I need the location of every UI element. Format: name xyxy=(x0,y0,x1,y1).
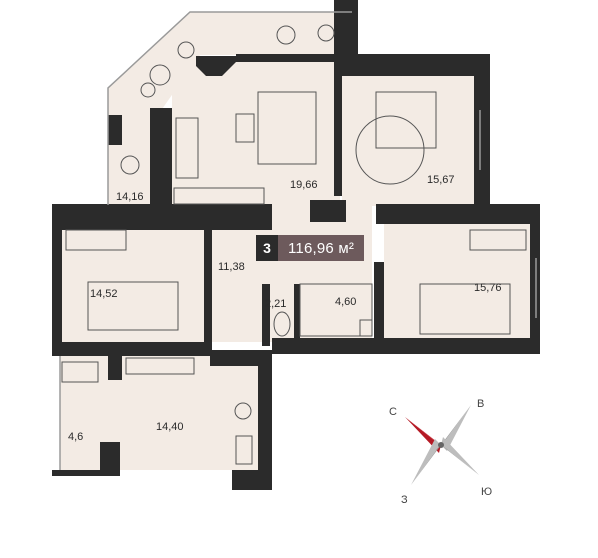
area-room-bottom: 14,40 xyxy=(156,421,184,433)
bottom-room-floor xyxy=(60,352,260,470)
loggia-glazing xyxy=(107,11,352,205)
area-bedroom-left: 14,52 xyxy=(90,288,118,300)
desk-left-icon xyxy=(65,229,127,251)
compass-north-needle-icon xyxy=(405,417,441,445)
wall-wc-bath xyxy=(294,284,300,340)
room-labels: 14,16 19,66 15,67 14,52 11,38 2,21 4,60 … xyxy=(68,174,502,443)
bathtub-icon xyxy=(299,283,373,337)
kitchen-worktop-icon xyxy=(173,187,265,205)
kitchen-floor xyxy=(172,60,340,208)
bedroom-right-floor xyxy=(384,214,530,344)
compass-south-needle-icon xyxy=(441,445,479,475)
wall-bottom-room-right xyxy=(258,350,272,490)
rooms-count: 3 xyxy=(256,235,278,261)
kitchen-counter-icon xyxy=(175,117,199,179)
apartment-badge: 3 116,96 м² xyxy=(256,235,365,261)
bed-left-icon xyxy=(87,281,179,331)
wall-bottom-right xyxy=(272,338,540,354)
plant-bottom-icon xyxy=(234,402,252,420)
wall-hall-left xyxy=(204,230,212,356)
desk-bottom-icon xyxy=(61,361,99,383)
wall-balcony-top xyxy=(108,350,122,380)
wall-loggia-pillar xyxy=(108,115,122,145)
wall-kitchen-top xyxy=(236,54,346,62)
compass-east-needle-icon xyxy=(441,405,471,445)
area-loggia-top: 14,16 xyxy=(116,191,144,203)
side-table-icon xyxy=(276,25,296,45)
chair-icon xyxy=(140,82,156,98)
compass: С В Ю З xyxy=(389,398,492,506)
area-balcony-bottom: 4,6 xyxy=(68,431,83,443)
wall-kitchen-left xyxy=(150,108,172,208)
wardrobe-bottom-icon xyxy=(125,357,195,375)
compass-east-label: В xyxy=(477,398,484,410)
wall-top-right xyxy=(334,54,484,76)
compass-west-needle-icon xyxy=(411,445,441,485)
wall-kitchen-corner xyxy=(196,56,236,76)
bedroom-top-floor xyxy=(342,60,474,206)
wall-bath-right xyxy=(374,262,384,346)
compass-north-label: С xyxy=(389,406,397,418)
wall-right-mid xyxy=(530,204,540,354)
bed-right-icon xyxy=(419,283,511,335)
area-bathroom: 4,60 xyxy=(335,296,356,308)
area-wc: 2,21 xyxy=(265,298,286,310)
wall-left-outer xyxy=(52,204,62,354)
wall-bottom-room-top xyxy=(210,350,272,366)
area-hall: 11,38 xyxy=(218,261,245,273)
area-bedroom-right: 15,76 xyxy=(474,282,502,294)
walls xyxy=(52,0,540,490)
wall-balcony-pillar xyxy=(100,442,120,476)
floor-areas xyxy=(60,12,530,470)
washing-machine-icon xyxy=(359,319,373,337)
wall-left-bottom xyxy=(52,342,212,356)
bedroom-left-floor xyxy=(62,214,212,344)
glazing xyxy=(59,11,537,470)
desk-right-icon xyxy=(469,229,527,251)
wall-wc-left xyxy=(262,284,270,346)
sofa-icon xyxy=(257,91,317,165)
plant-loggia-icon xyxy=(120,155,140,175)
cabinet-bottom-icon xyxy=(235,435,253,465)
loggia-floor xyxy=(108,12,352,205)
compass-west-label: З xyxy=(401,494,408,506)
wall-bottom-corner xyxy=(232,470,272,490)
dining-table-icon xyxy=(235,113,255,143)
area-kitchen-living: 19,66 xyxy=(290,179,318,191)
wall-kitchen-bedroom xyxy=(334,76,342,196)
total-area: 116,96 м² xyxy=(278,235,365,261)
compass-south-label: Ю xyxy=(481,486,492,498)
round-rug-icon xyxy=(355,115,425,185)
wall-mid-center xyxy=(310,200,346,222)
toilet-icon xyxy=(273,311,291,337)
furniture xyxy=(61,24,527,465)
wall-balcony-bottom xyxy=(52,470,102,476)
armchair-2-icon xyxy=(177,41,195,59)
wall-mid-left xyxy=(52,204,272,230)
wall-right-outer xyxy=(474,54,490,204)
bed-top-icon xyxy=(375,91,437,149)
plant-icon xyxy=(317,24,335,42)
wall-top-right-pillar xyxy=(334,0,358,62)
area-bedroom-top-right: 15,67 xyxy=(427,174,455,186)
wall-mid-right xyxy=(376,204,540,224)
armchair-icon xyxy=(149,64,171,86)
